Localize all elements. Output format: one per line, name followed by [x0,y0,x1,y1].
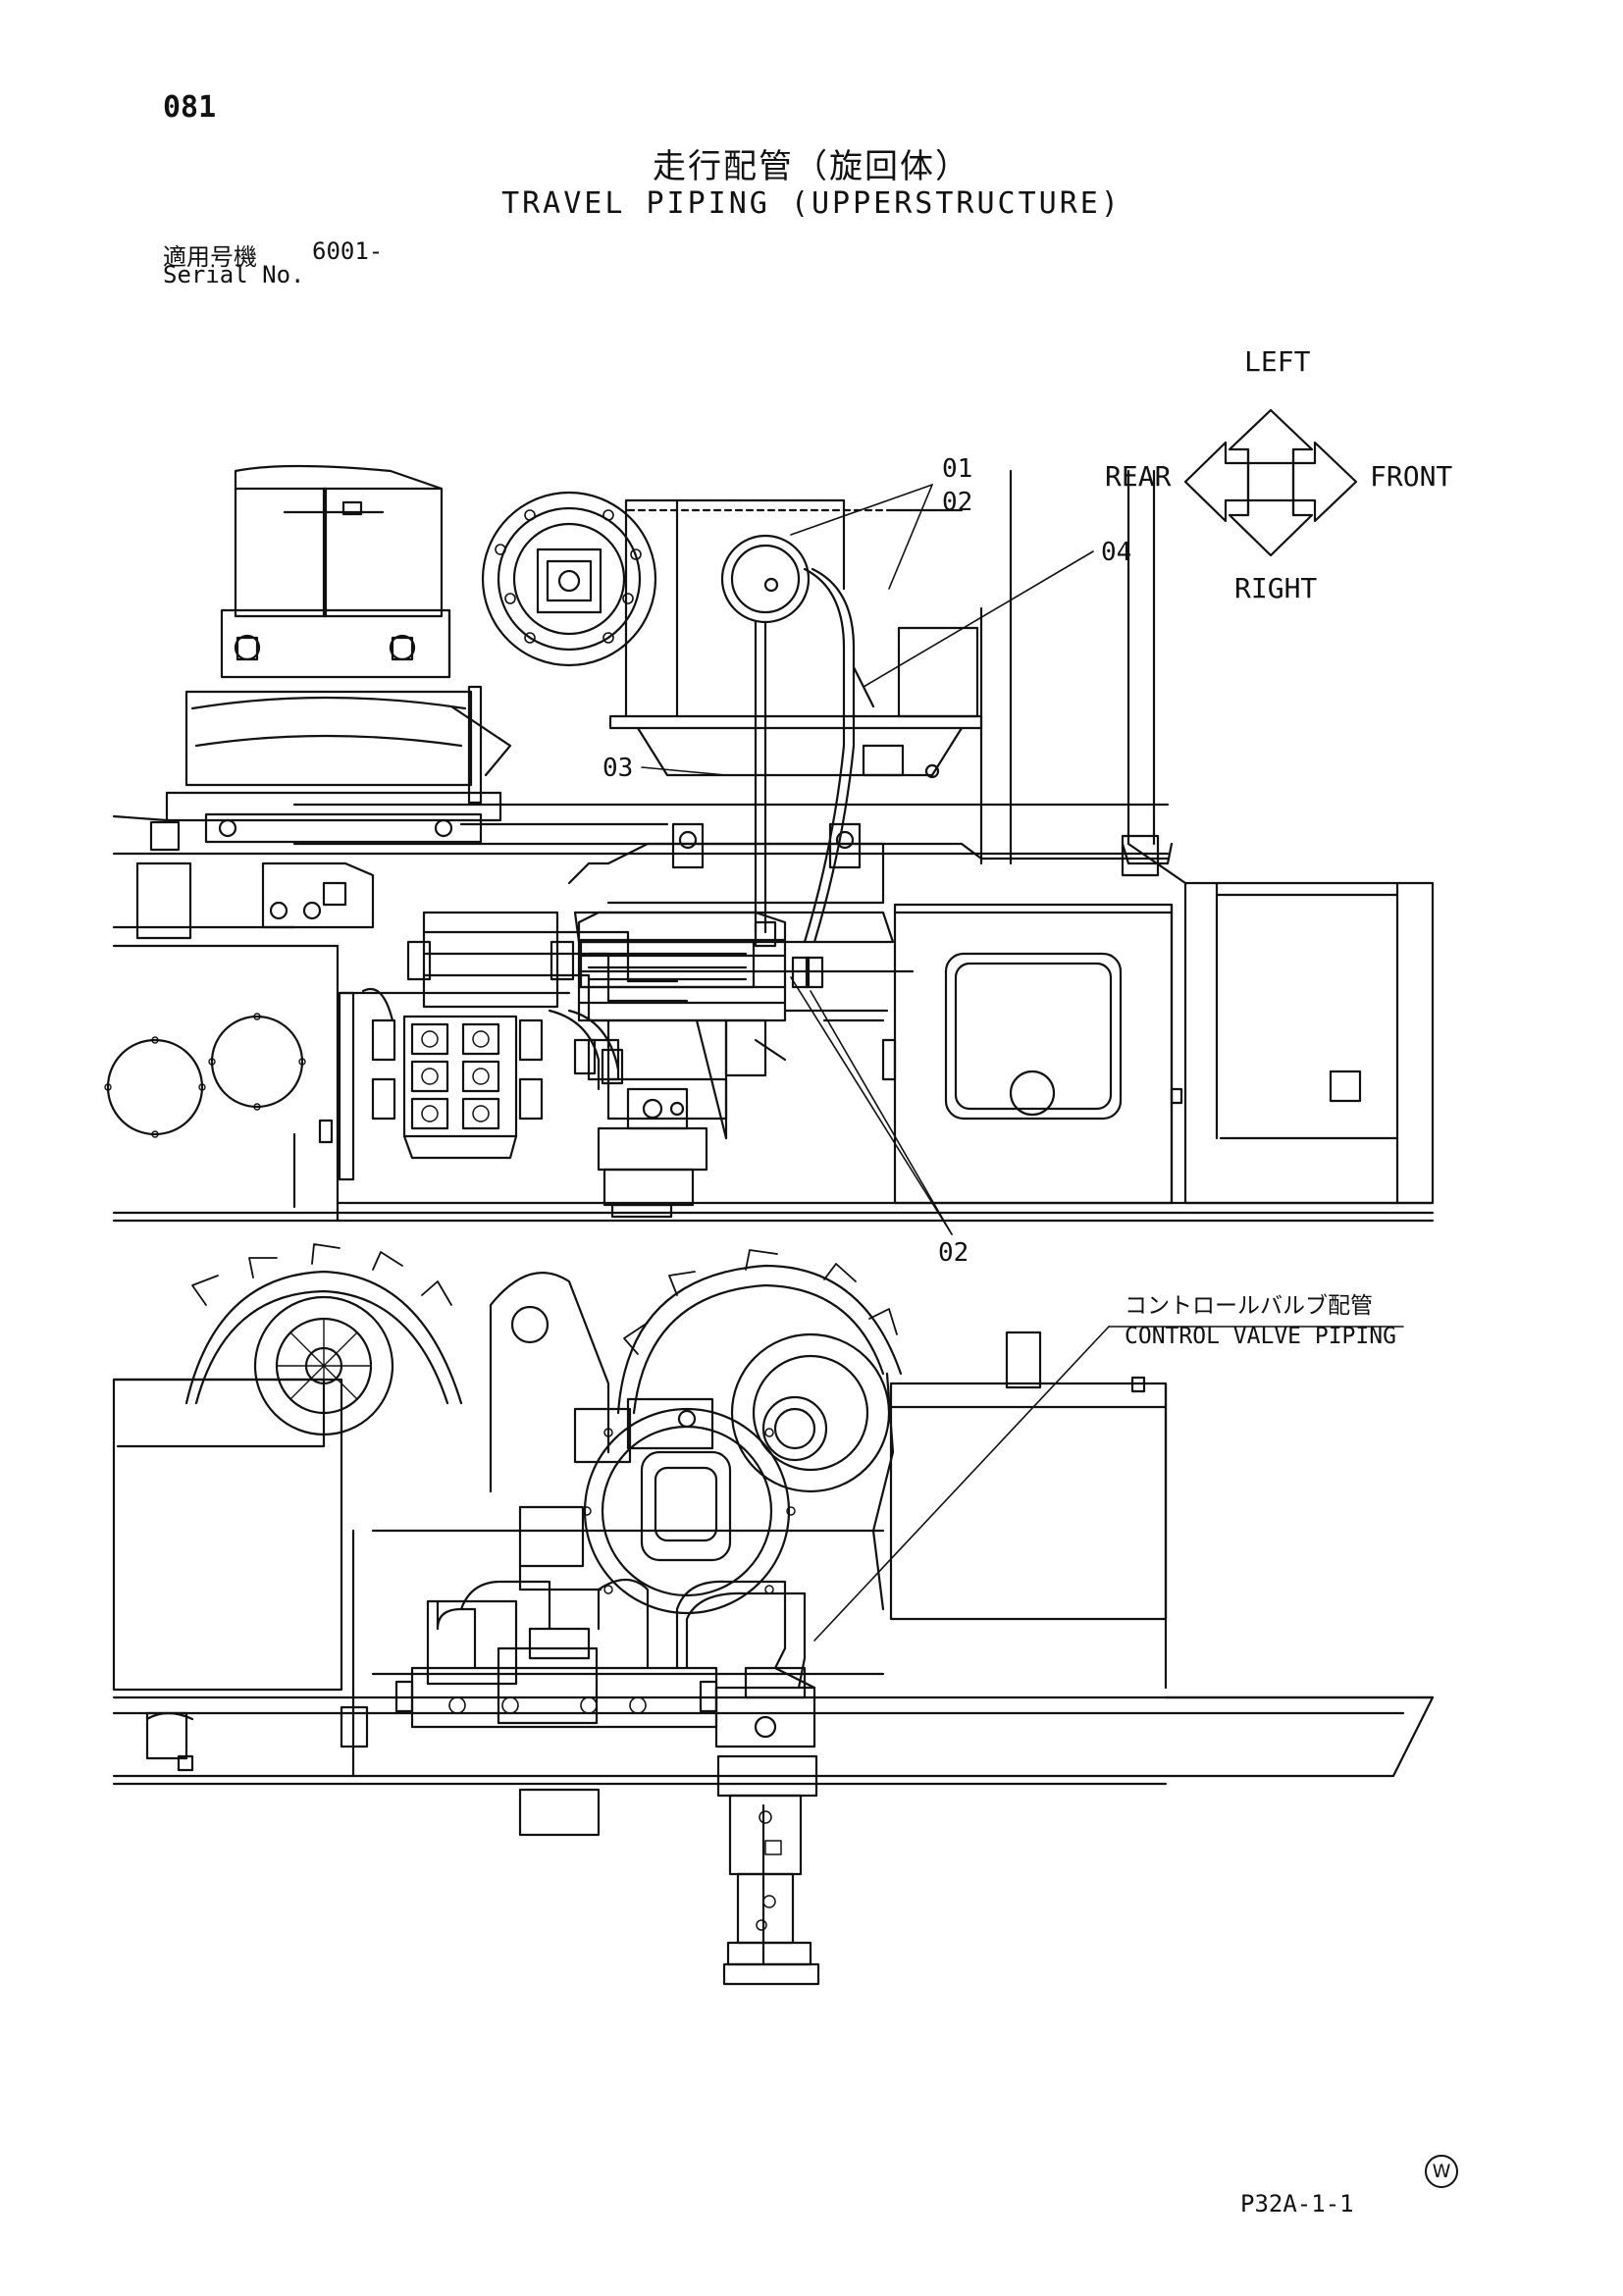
page-number: 081 [163,90,217,125]
title-japanese: 走行配管（旋回体） [653,147,970,186]
title-english: TRAVEL PIPING (UPPERSTRUCTURE) [501,186,1122,221]
direction-rear-label: REAR [1105,460,1172,493]
page-reference-code: P32A-1-1 [1240,2190,1354,2218]
direction-arrows-icon [1183,408,1358,557]
direction-right-label: RIGHT [1234,572,1318,604]
lower-view-drawing [112,1243,1435,1986]
serial-label-english: Serial No. [163,261,305,288]
control-valve-piping-label-en: CONTROL VALVE PIPING [1125,1324,1396,1349]
callout-04: 04 [1101,538,1132,567]
callout-02-lower: 02 [938,1238,969,1268]
callout-01: 01 [942,454,973,484]
control-valve-piping-label-jp: コントロールバルブ配管 [1125,1293,1373,1319]
callout-02-upper: 02 [942,488,973,517]
direction-left-label: LEFT [1244,345,1311,378]
watermark-circle-icon: W [1425,2155,1458,2188]
callout-03: 03 [602,754,634,783]
serial-label-japanese: 適用号機 [163,243,257,271]
serial-value: 6001- [312,237,384,265]
direction-front-label: FRONT [1370,460,1453,493]
upper-view-drawing [104,464,1435,1235]
